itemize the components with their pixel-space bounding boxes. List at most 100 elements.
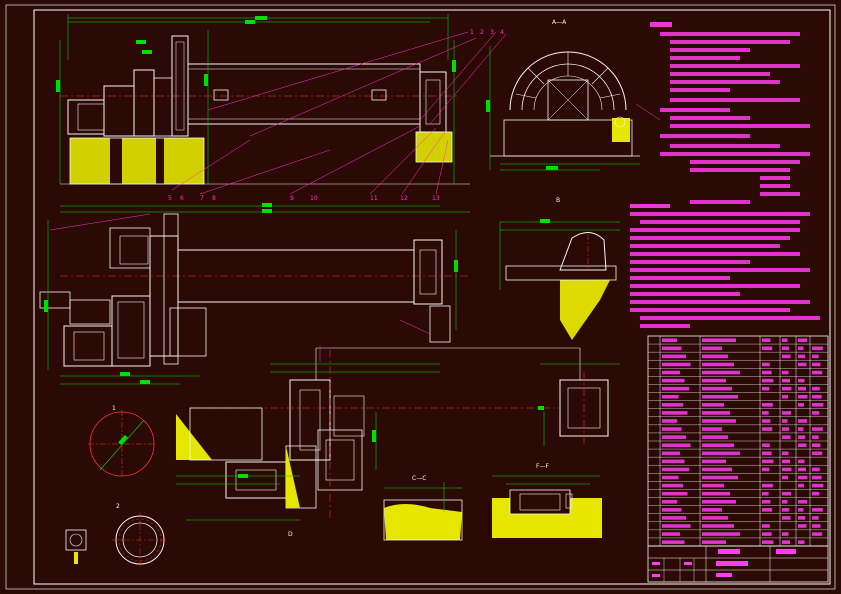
- section-a-a-label: A—A: [552, 19, 567, 26]
- parts-cell: [782, 516, 791, 520]
- parts-cell: [798, 419, 807, 423]
- parts-cell: [782, 459, 790, 464]
- parts-cell: [812, 524, 821, 528]
- parts-cell: [702, 362, 734, 367]
- svg-text:3: 3: [490, 29, 494, 36]
- parts-cell: [812, 346, 823, 351]
- parts-cell: [798, 467, 806, 472]
- parts-cell: [782, 411, 791, 415]
- parts-cell: [812, 435, 819, 439]
- parts-cell: [782, 499, 788, 504]
- parts-cell: [662, 524, 691, 528]
- parts-cell: [782, 370, 789, 375]
- parts-cell: [812, 475, 822, 480]
- svg-text:10: 10: [310, 195, 318, 202]
- parts-cell: [702, 451, 740, 456]
- parts-cell: [782, 467, 792, 472]
- parts-cell: [812, 386, 820, 391]
- parts-cell: [762, 532, 772, 536]
- parts-cell: [702, 386, 732, 391]
- parts-cell: [702, 411, 730, 415]
- parts-cell: [662, 451, 680, 456]
- parts-cell: [798, 427, 804, 431]
- parts-cell: [782, 475, 788, 480]
- foundation-plan-view: D: [176, 346, 620, 538]
- parts-cell: [798, 338, 807, 343]
- parts-cell: [662, 403, 683, 407]
- parts-cell: [762, 378, 774, 383]
- parts-cell: [662, 386, 689, 391]
- parts-cell: [702, 483, 724, 488]
- svg-text:4: 4: [500, 29, 504, 36]
- parts-cell: [702, 378, 726, 383]
- parts-cell: [782, 386, 792, 391]
- parts-cell: [812, 451, 823, 456]
- svg-text:6: 6: [180, 195, 184, 202]
- parts-cell: [662, 354, 686, 359]
- parts-cell: [702, 419, 736, 423]
- parts-cell: [812, 516, 819, 520]
- parts-cell: [662, 427, 682, 431]
- parts-cell: [762, 524, 770, 528]
- parts-cell: [798, 516, 805, 520]
- parts-cell: [782, 338, 788, 343]
- parts-cell: [782, 508, 789, 512]
- parts-cell: [762, 411, 769, 415]
- parts-cell: [812, 483, 824, 488]
- section-a-a-view: A—A: [486, 19, 661, 171]
- parts-cell: [702, 403, 724, 407]
- svg-text:11: 11: [370, 195, 378, 202]
- parts-cell: [812, 394, 822, 399]
- parts-cell: [702, 427, 722, 431]
- svg-text:1: 1: [470, 29, 474, 36]
- parts-cell: [662, 467, 689, 472]
- parts-cell: [762, 338, 771, 343]
- parts-cell: [782, 435, 791, 439]
- parts-cell: [798, 524, 807, 528]
- parts-cell: [702, 370, 740, 375]
- parts-cell: [782, 419, 788, 423]
- parts-cell: [662, 443, 691, 448]
- parts-cell: [782, 540, 790, 544]
- parts-cell: [662, 378, 685, 383]
- parts-cell: [812, 443, 821, 448]
- top-elevation-view: [49, 14, 507, 231]
- svg-text:2: 2: [480, 29, 484, 36]
- parts-cell: [782, 394, 788, 399]
- parts-cell: [762, 386, 770, 391]
- detail-1-label: 1: [112, 405, 116, 412]
- section-d-label: D: [288, 531, 293, 538]
- parts-cell: [662, 362, 691, 367]
- parts-cell: [662, 338, 677, 343]
- parts-cell: [662, 532, 680, 536]
- parts-cell: [782, 354, 791, 359]
- section-c-c-label: C—C: [412, 475, 426, 482]
- svg-text:12: 12: [400, 195, 408, 202]
- parts-cell: [762, 370, 772, 375]
- parts-cell: [662, 491, 688, 496]
- inner-frame: [33, 9, 831, 585]
- title-block: [647, 545, 829, 583]
- part-numbers-top: 1 2 3 4 5 6 7 8 9 10 11 12 13: [168, 29, 504, 202]
- parts-cell: [702, 338, 736, 343]
- svg-text:5: 5: [168, 195, 172, 202]
- svg-text:9: 9: [290, 195, 294, 202]
- parts-cell: [798, 435, 805, 439]
- svg-text:7: 7: [200, 195, 204, 202]
- outer-frame: [5, 4, 836, 590]
- parts-cell: [702, 435, 728, 439]
- parts-cell: [762, 540, 774, 544]
- parts-cell: [702, 540, 726, 544]
- parts-cell: [702, 346, 722, 351]
- svg-text:13: 13: [432, 195, 440, 202]
- parts-cell: [662, 419, 677, 423]
- section-b-view: B: [499, 197, 620, 340]
- parts-cell: [762, 451, 772, 456]
- middle-plan-view: [39, 203, 470, 385]
- parts-cell: [702, 532, 740, 536]
- parts-cell: [662, 346, 682, 351]
- section-f-f-view: F—F: [492, 463, 602, 538]
- parts-cell: [798, 483, 804, 488]
- parts-cell: [798, 475, 808, 480]
- parts-cell: [762, 483, 773, 488]
